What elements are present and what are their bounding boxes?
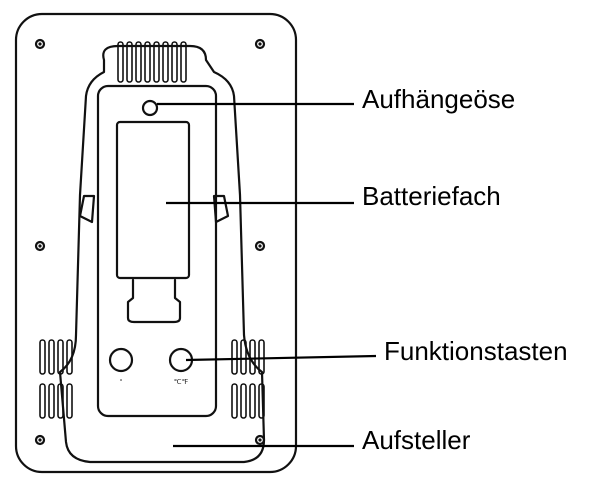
vent-slot [66, 339, 73, 375]
vent-slot [66, 383, 73, 419]
battery-compartment [115, 120, 191, 280]
vent-grilles [39, 41, 265, 419]
label-stand: Aufsteller [362, 425, 471, 455]
screw-icon [34, 240, 46, 252]
vent-slot [249, 339, 256, 375]
screw-icon [34, 38, 46, 50]
vent-slot [180, 41, 187, 83]
vent-slot [117, 41, 124, 83]
vent-slot [162, 41, 169, 83]
vent-slot [48, 339, 55, 375]
label-battery-compartment: Batteriefach [362, 181, 501, 211]
leader-line-buttons [185, 354, 377, 362]
vent-slot [240, 383, 247, 419]
vent-slot [135, 41, 142, 83]
vent-slot [171, 41, 178, 83]
vent-slot [126, 41, 133, 83]
vent-slot [153, 41, 160, 83]
vent-slot [258, 383, 265, 419]
left-clip [78, 194, 96, 224]
eyelet-icon [141, 99, 159, 117]
inner-panel [96, 84, 218, 418]
vent-slot [231, 339, 238, 375]
vent-slot [39, 339, 46, 375]
label-function-buttons: Funktionstasten [384, 336, 568, 366]
vent-slot [57, 339, 64, 375]
vent-slot [231, 383, 238, 419]
vent-slot [48, 383, 55, 419]
right-clip [212, 194, 230, 224]
screw-icon [254, 38, 266, 50]
vent-slot [240, 339, 247, 375]
screw-icon [254, 240, 266, 252]
vent-slot [258, 339, 265, 375]
vent-slot [144, 41, 151, 83]
housing-outline [14, 12, 298, 474]
vent-slot [39, 383, 46, 419]
battery-latch [126, 278, 182, 324]
vent-slot [57, 383, 64, 419]
vent-slot [249, 383, 256, 419]
screw-icon [254, 434, 266, 446]
label-eyelet: Aufhängeöse [362, 84, 516, 114]
button-mark-right: ℃℉ [174, 379, 189, 386]
stand-outline [58, 44, 266, 464]
function-button-left [108, 347, 134, 373]
screw-icon [34, 434, 46, 446]
button-mark-left: ° [120, 378, 123, 386]
